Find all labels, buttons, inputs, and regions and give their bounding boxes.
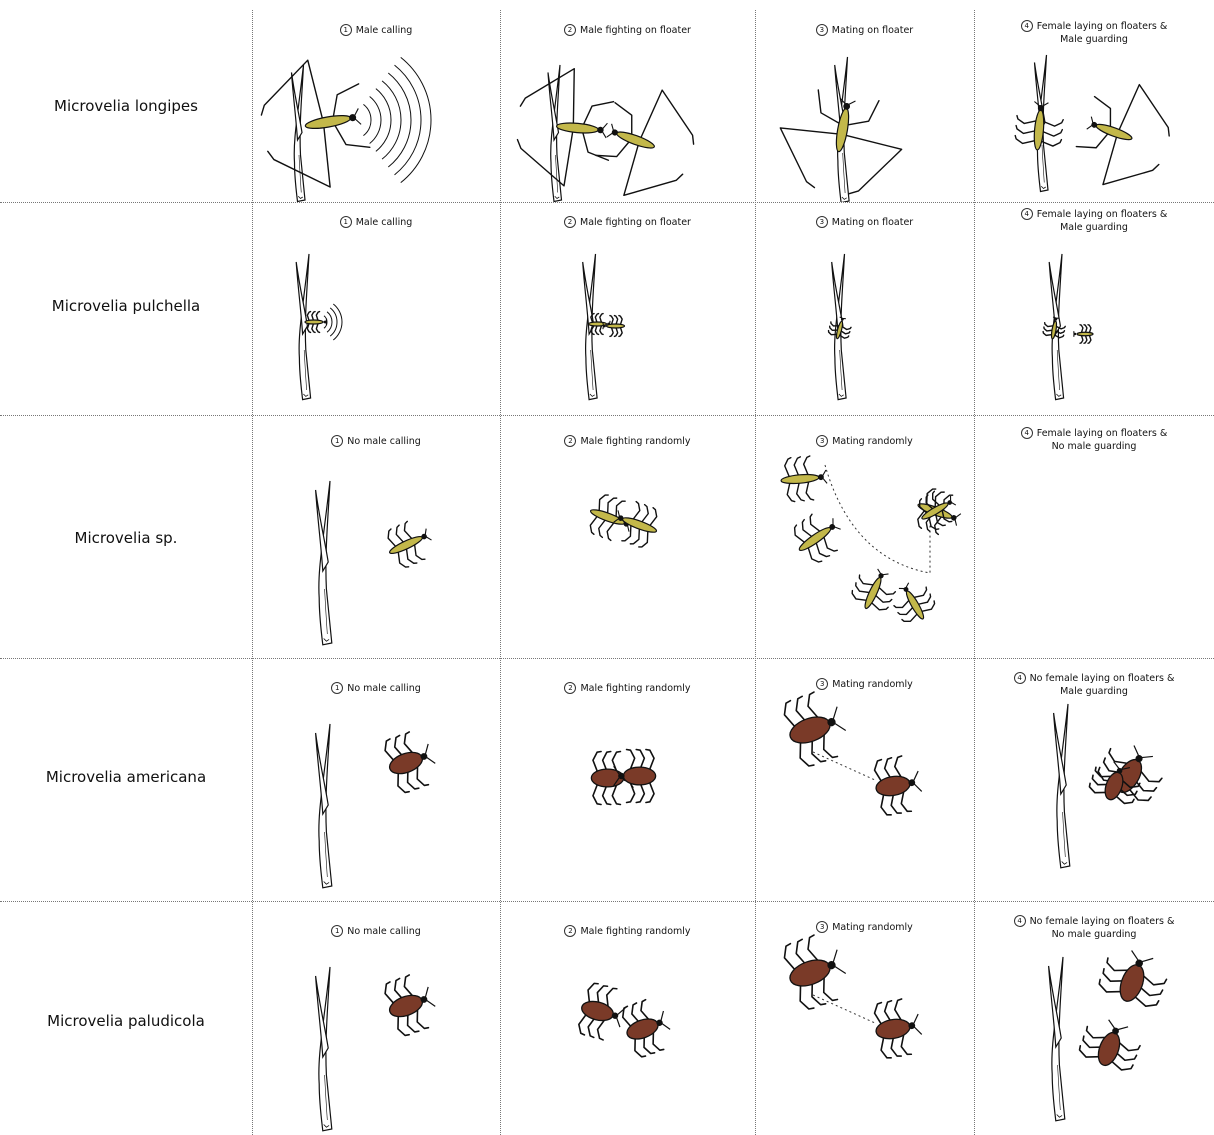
floater-grass — [316, 967, 332, 1131]
behavior-illustration — [500, 901, 755, 1135]
water-strider — [380, 727, 441, 795]
behavior-illustration — [755, 901, 974, 1135]
water-strider — [1077, 1014, 1145, 1075]
behavior-illustration — [252, 202, 500, 415]
water-strider — [779, 686, 854, 769]
water-strider — [380, 970, 441, 1038]
water-strider — [575, 981, 629, 1043]
water-strider — [614, 750, 656, 803]
water-strider — [913, 485, 962, 533]
behavior-illustration — [974, 658, 1214, 901]
species-label: Microvelia sp. — [8, 529, 244, 547]
movement-path — [813, 995, 875, 1023]
water-strider — [871, 997, 925, 1060]
water-strider — [1067, 72, 1182, 201]
vibration-ripples — [324, 304, 342, 340]
behavior-illustration — [500, 415, 755, 658]
floater-grass — [316, 724, 332, 888]
species-label: Microvelia pulchella — [8, 297, 244, 315]
behavior-illustration — [252, 10, 500, 202]
species-label: Microvelia americana — [8, 768, 244, 786]
behavior-illustration — [974, 10, 1214, 202]
water-strider — [618, 995, 676, 1059]
water-strider — [381, 515, 438, 571]
water-strider — [888, 576, 939, 628]
behavior-illustration — [974, 202, 1214, 415]
behavior-illustration — [500, 10, 755, 202]
behavior-illustration — [252, 658, 500, 901]
behavior-illustration — [500, 658, 755, 901]
water-strider — [1014, 100, 1064, 152]
behavior-illustration — [755, 658, 974, 901]
water-strider — [779, 929, 854, 1012]
water-strider — [253, 52, 375, 196]
water-strider — [1074, 325, 1093, 344]
water-strider — [1096, 944, 1171, 1012]
behavior-illustration — [252, 415, 500, 658]
floater-grass — [1054, 704, 1070, 868]
species-label: Microvelia longipes — [8, 97, 244, 115]
water-strider — [787, 506, 850, 568]
water-strider — [848, 563, 901, 617]
water-strider — [305, 312, 327, 333]
floater-grass — [316, 481, 332, 645]
water-strider — [603, 316, 625, 337]
water-strider — [779, 455, 828, 503]
floater-grass — [583, 254, 597, 400]
behavior-cell: 2Male fighting on floater — [500, 202, 755, 415]
behavior-illustration — [500, 202, 755, 415]
behavior-cell: 4No female laying on floaters & No male … — [974, 901, 1214, 1135]
behavior-illustration — [252, 901, 500, 1135]
floater-grass — [292, 65, 306, 202]
vibration-ripples — [363, 57, 431, 182]
behavior-illustration — [755, 202, 974, 415]
behavior-illustration — [755, 10, 974, 202]
movement-path — [825, 465, 930, 573]
movement-path — [813, 752, 875, 780]
behavior-illustration — [755, 415, 974, 658]
behavior-cell: 1No male calling — [252, 415, 500, 658]
behavior-cell: 4No female laying on floaters & Male gua… — [974, 658, 1214, 901]
floater-grass — [1049, 957, 1065, 1121]
water-strider — [589, 314, 611, 335]
behavior-illustration — [974, 415, 1214, 658]
behavior-illustration — [974, 901, 1214, 1135]
water-strider — [514, 64, 616, 189]
behavior-cell: 3Mating randomly — [755, 658, 974, 901]
water-strider — [586, 76, 707, 202]
behavior-cell: 3Mating on floater — [755, 202, 974, 415]
water-strider — [871, 754, 925, 817]
species-label: Microvelia paludicola — [8, 1012, 244, 1030]
